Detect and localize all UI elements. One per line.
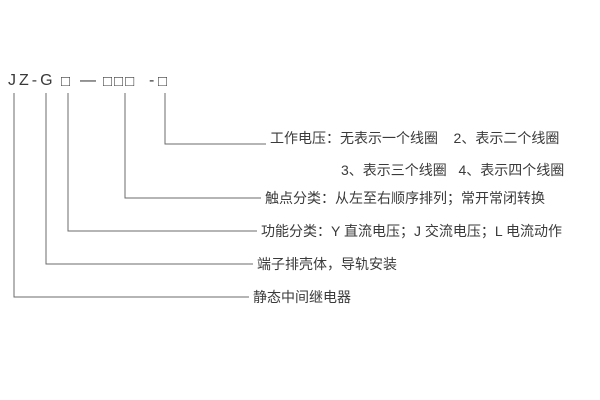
- callout-line-function-classification: [67, 93, 257, 232]
- model-code-hyphen: -: [149, 72, 158, 89]
- label-relay-type: 静态中间继电器: [253, 289, 351, 305]
- label-working-voltage-line1: 工作电压：无表示一个线圈 2、表示二个线圈: [270, 130, 560, 146]
- callout-line-contact-classification: [124, 93, 261, 199]
- model-code-prefix: JZ-G: [8, 72, 56, 89]
- model-code-contact-boxes: □□□: [103, 73, 137, 90]
- label-working-voltage-line2: 3、表示三个线圈 4、表示四个线圈: [341, 162, 565, 178]
- callout-line-housing: [45, 93, 253, 265]
- label-contact-classification: 触点分类：从左至右顺序排列；常开常闭转换: [265, 190, 545, 206]
- callout-line-relay-type: [13, 93, 249, 298]
- model-code-function-box: □: [61, 73, 73, 90]
- callout-line-working-voltage: [164, 93, 266, 145]
- model-code-voltage-box: □: [158, 73, 170, 90]
- label-housing: 端子排壳体，导轨安装: [257, 256, 397, 272]
- label-function-classification: 功能分类：Y 直流电压；J 交流电压；L 电流动作: [261, 223, 563, 239]
- model-code-dash: —: [80, 72, 99, 89]
